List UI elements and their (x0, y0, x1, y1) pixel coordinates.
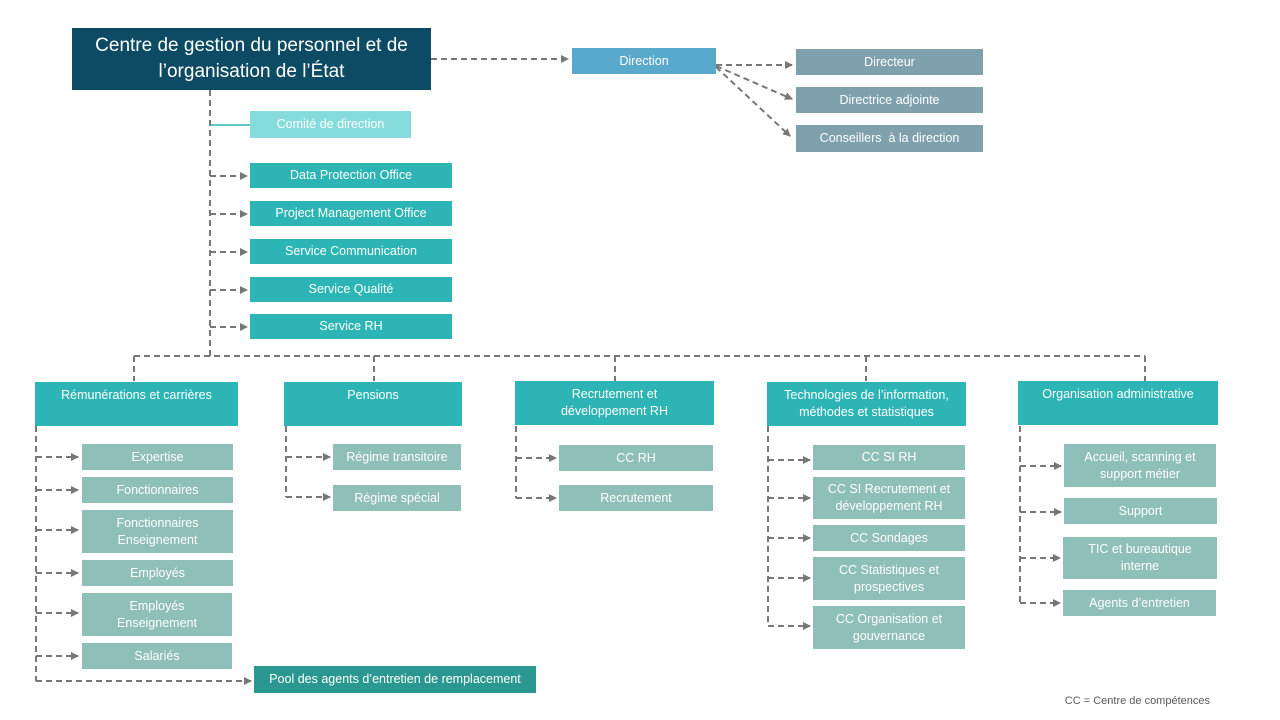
directrice-adjointe-box: Directrice adjointe (796, 87, 983, 113)
unit-box: CC Organisation et gouvernance (813, 606, 965, 649)
staff-service-box: Project Management Office (250, 201, 452, 226)
unit-box: Fonctionnaires (82, 477, 233, 503)
pool-box: Pool des agents d’entretien de remplacem… (254, 666, 536, 693)
unit-box: CC RH (559, 445, 713, 471)
staff-service-box: Service RH (250, 314, 452, 339)
unit-box: CC SI Recrutement et développement RH (813, 477, 965, 519)
unit-box: Salariés (82, 643, 232, 669)
unit-box: Fonctionnaires Enseignement (82, 510, 233, 553)
unit-box: Régime spécial (333, 485, 461, 511)
unit-box: Recrutement (559, 485, 713, 511)
unit-box: Support (1064, 498, 1217, 524)
division-header: Organisation administrative (1018, 381, 1218, 425)
comite-de-direction-box: Comité de direction (250, 111, 411, 138)
unit-box: Agents d’entretien (1063, 590, 1216, 616)
unit-box: Régime transitoire (333, 444, 461, 470)
unit-box: CC SI RH (813, 445, 965, 470)
unit-box: Employés (82, 560, 233, 586)
unit-box: CC Sondages (813, 525, 965, 551)
legend-note: CC = Centre de compétences (1064, 695, 1210, 707)
conseillers-box: Conseillers à la direction (796, 125, 983, 152)
staff-service-box: Service Communication (250, 239, 452, 264)
division-header: Rémunérations et carrières (35, 382, 238, 426)
division-header: Pensions (284, 382, 462, 426)
division-header: Technologies de l’information, méthodes … (767, 382, 966, 426)
unit-box: Employés Enseignement (82, 593, 232, 636)
division-header: Recrutement et développement RH (515, 381, 714, 425)
direction-box: Direction (572, 48, 716, 74)
unit-box: CC Statistiques et prospectives (813, 557, 965, 600)
directeur-box: Directeur (796, 49, 983, 75)
unit-box: Accueil, scanning et support métier (1064, 444, 1216, 487)
unit-box: Expertise (82, 444, 233, 470)
staff-service-box: Service Qualité (250, 277, 452, 302)
unit-box: TIC et bureautique interne (1063, 537, 1217, 579)
staff-service-box: Data Protection Office (250, 163, 452, 188)
main-entity-box: Centre de gestion du personnel et de l’o… (72, 28, 431, 90)
